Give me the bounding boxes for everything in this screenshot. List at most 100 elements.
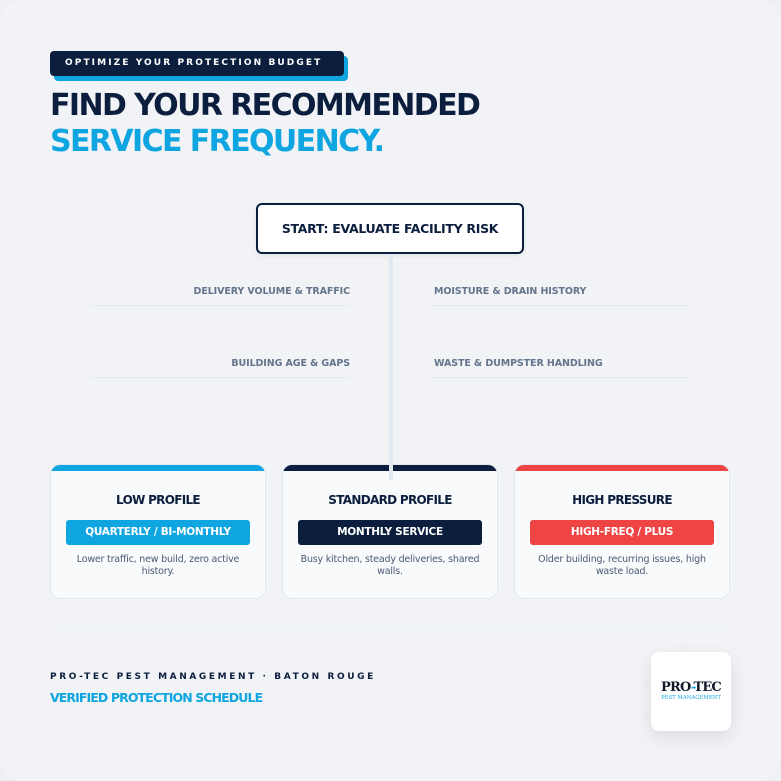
footer-organization: PRO-TEC PEST MANAGEMENT · BATON ROUGE bbox=[50, 672, 376, 682]
grid-plus-mark bbox=[295, 435, 300, 440]
grid-plus-mark bbox=[190, 715, 195, 720]
grid-plus-mark bbox=[50, 435, 55, 440]
grid-plus-mark bbox=[715, 610, 720, 615]
start-node: START: EVALUATE FACILITY RISK bbox=[256, 203, 524, 254]
grid-plus-mark bbox=[85, 750, 90, 755]
grid-plus-mark bbox=[680, 750, 685, 755]
grid-plus-mark bbox=[50, 750, 55, 755]
company-logo: PRO-TEC PEST MANAGEMENT bbox=[651, 652, 731, 731]
grid-plus-mark bbox=[155, 365, 160, 370]
grid-plus-mark bbox=[225, 295, 230, 300]
grid-plus-mark bbox=[505, 50, 510, 55]
grid-plus-mark bbox=[400, 435, 405, 440]
grid-plus-mark bbox=[575, 120, 580, 125]
grid-plus-mark bbox=[85, 645, 90, 650]
grid-plus-mark bbox=[15, 715, 20, 720]
grid-plus-mark bbox=[295, 295, 300, 300]
grid-plus-mark bbox=[330, 15, 335, 20]
grid-plus-mark bbox=[575, 400, 580, 405]
grid-plus-mark bbox=[225, 260, 230, 265]
grid-plus-mark bbox=[120, 330, 125, 335]
grid-plus-mark bbox=[400, 15, 405, 20]
grid-plus-mark bbox=[50, 15, 55, 20]
grid-plus-mark bbox=[505, 190, 510, 195]
grid-plus-mark bbox=[435, 435, 440, 440]
logo-wordmark-left: PRO bbox=[661, 680, 692, 695]
grid-plus-mark bbox=[505, 435, 510, 440]
grid-plus-mark bbox=[540, 190, 545, 195]
grid-plus-mark bbox=[575, 260, 580, 265]
grid-plus-mark bbox=[540, 435, 545, 440]
grid-plus-mark bbox=[645, 260, 650, 265]
grid-plus-mark bbox=[15, 85, 20, 90]
grid-plus-mark bbox=[50, 295, 55, 300]
grid-plus-mark bbox=[505, 715, 510, 720]
grid-plus-mark bbox=[85, 295, 90, 300]
grid-plus-mark bbox=[225, 365, 230, 370]
grid-plus-mark bbox=[645, 680, 650, 685]
grid-plus-mark bbox=[260, 295, 265, 300]
grid-plus-mark bbox=[470, 85, 475, 90]
grid-plus-mark bbox=[330, 435, 335, 440]
grid-plus-mark bbox=[575, 715, 580, 720]
grid-plus-mark bbox=[365, 400, 370, 405]
grid-plus-mark bbox=[610, 610, 615, 615]
grid-plus-mark bbox=[400, 155, 405, 160]
grid-plus-mark bbox=[225, 715, 230, 720]
grid-plus-mark bbox=[750, 295, 755, 300]
grid-plus-mark bbox=[575, 295, 580, 300]
grid-plus-mark bbox=[260, 260, 265, 265]
grid-plus-mark bbox=[15, 435, 20, 440]
grid-plus-mark bbox=[610, 680, 615, 685]
grid-plus-mark bbox=[120, 715, 125, 720]
grid-plus-mark bbox=[575, 330, 580, 335]
grid-plus-mark bbox=[645, 715, 650, 720]
grid-plus-mark bbox=[295, 750, 300, 755]
grid-plus-mark bbox=[120, 645, 125, 650]
grid-plus-mark bbox=[365, 190, 370, 195]
flow-connector-line bbox=[389, 254, 393, 480]
grid-plus-mark bbox=[330, 85, 335, 90]
grid-plus-mark bbox=[575, 680, 580, 685]
grid-plus-mark bbox=[120, 365, 125, 370]
grid-plus-mark bbox=[680, 225, 685, 230]
grid-plus-mark bbox=[190, 400, 195, 405]
grid-plus-mark bbox=[715, 365, 720, 370]
grid-plus-mark bbox=[15, 260, 20, 265]
footer-divider bbox=[50, 630, 731, 631]
grid-plus-mark bbox=[505, 540, 510, 545]
profile-card-standard: STANDARD PROFILE MONTHLY SERVICE Busy ki… bbox=[282, 464, 498, 599]
grid-plus-mark bbox=[680, 260, 685, 265]
grid-plus-mark bbox=[85, 120, 90, 125]
grid-plus-mark bbox=[680, 295, 685, 300]
grid-plus-mark bbox=[330, 610, 335, 615]
factor-delivery-volume: DELIVERY VOLUME & TRAFFIC bbox=[90, 284, 350, 306]
grid-plus-mark bbox=[365, 50, 370, 55]
grid-plus-mark bbox=[645, 295, 650, 300]
grid-plus-mark bbox=[470, 15, 475, 20]
grid-plus-mark bbox=[120, 225, 125, 230]
grid-plus-mark bbox=[260, 190, 265, 195]
grid-plus-mark bbox=[645, 330, 650, 335]
grid-plus-mark bbox=[15, 120, 20, 125]
grid-plus-mark bbox=[225, 645, 230, 650]
grid-plus-mark bbox=[330, 330, 335, 335]
grid-plus-mark bbox=[435, 190, 440, 195]
grid-plus-mark bbox=[750, 575, 755, 580]
grid-plus-mark bbox=[435, 610, 440, 615]
grid-plus-mark bbox=[85, 155, 90, 160]
grid-plus-mark bbox=[505, 575, 510, 580]
grid-plus-mark bbox=[540, 400, 545, 405]
grid-plus-mark bbox=[190, 680, 195, 685]
grid-plus-mark bbox=[400, 610, 405, 615]
grid-plus-mark bbox=[400, 400, 405, 405]
grid-plus-mark bbox=[680, 400, 685, 405]
grid-plus-mark bbox=[260, 330, 265, 335]
grid-plus-mark bbox=[715, 330, 720, 335]
grid-plus-mark bbox=[120, 295, 125, 300]
grid-plus-mark bbox=[15, 540, 20, 545]
grid-plus-mark bbox=[435, 365, 440, 370]
grid-plus-mark bbox=[50, 715, 55, 720]
grid-plus-mark bbox=[505, 400, 510, 405]
grid-plus-mark bbox=[470, 295, 475, 300]
